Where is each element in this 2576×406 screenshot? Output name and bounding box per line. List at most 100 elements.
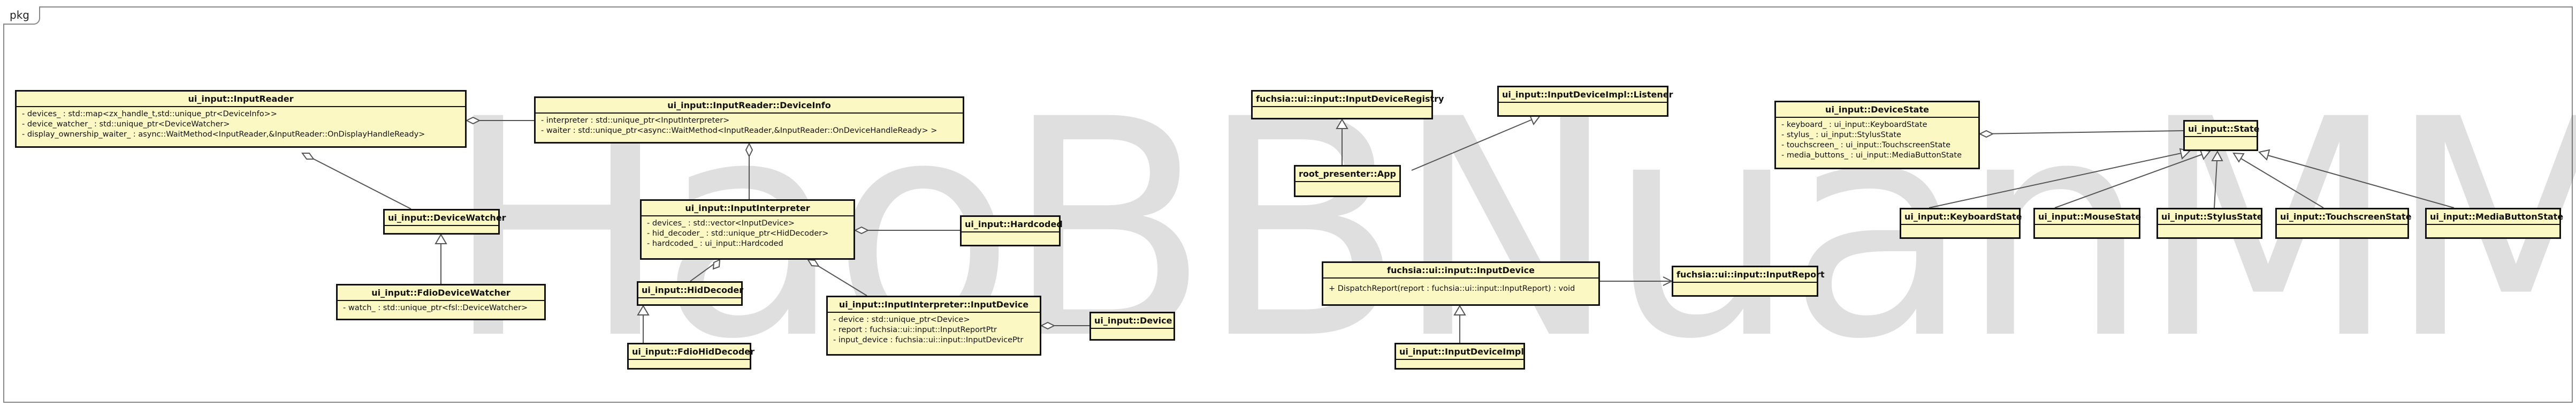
class-name: ui_input::FdioHidDecoder — [632, 347, 755, 357]
edge-keyboard-state — [1929, 153, 2182, 208]
member: - watch_ : std::unique_ptr<fsl::DeviceWa… — [343, 304, 528, 312]
class-input-device-impl[interactable]: ui_input::InputDeviceImpl — [1394, 343, 1525, 370]
class-name: ui_input::FdioDeviceWatcher — [371, 288, 510, 298]
edge-mouse-state — [2054, 154, 2203, 208]
class-name: ui_input::State — [2188, 124, 2260, 134]
class-fdio-device-watcher[interactable]: ui_input::FdioDeviceWatcher - watch_ : s… — [336, 284, 546, 320]
class-name: ui_input::Hardcoded — [965, 219, 1063, 229]
package-label: pkg — [3, 6, 40, 25]
class-input-interpreter[interactable]: ui_input::InputInterpreter - devices_ : … — [640, 199, 855, 260]
class-name: fuchsia::ui::input::InputDevice — [1387, 265, 1535, 275]
member: - devices_ : std::map<zx_handle_t,std::u… — [22, 110, 277, 118]
class-keyboard-state[interactable]: ui_input::KeyboardState — [1900, 208, 2022, 239]
aggregation-diamond — [465, 116, 481, 125]
member: + DispatchReport(report : fuchsia::ui::i… — [1329, 284, 1575, 293]
aggregation-diamond — [1978, 130, 1994, 138]
class-members: - interpreter : std::unique_ptr<InputInt… — [536, 112, 963, 139]
class-fdio-hid-decoder[interactable]: ui_input::FdioHidDecoder — [627, 343, 755, 370]
class-device-state[interactable]: ui_input::DeviceState - keyboard_ : ui_i… — [1774, 101, 1980, 169]
class-members — [629, 359, 750, 366]
generalization-arrow — [2211, 150, 2223, 161]
member: - media_buttons_ : ui_input::MediaButton… — [1781, 151, 1962, 160]
class-members — [2185, 136, 2257, 145]
class-input-device-impl-listener[interactable]: ui_input::InputDeviceImpl::Listener — [1497, 86, 1673, 117]
class-name: fuchsia::ui::input::InputReport — [1676, 269, 1825, 280]
edge-stylus-state — [2214, 160, 2217, 208]
member: - input_device : fuchsia::ui::input::Inp… — [833, 336, 1024, 344]
class-name: ui_input::InputReader — [188, 94, 294, 104]
class-device-info[interactable]: ui_input::InputReader::DeviceInfo - inte… — [534, 96, 964, 144]
class-hid-decoder[interactable]: ui_input::HidDecoder — [637, 281, 743, 306]
member: - device_watcher_ : std::unique_ptr<Devi… — [22, 120, 230, 129]
class-members — [2035, 224, 2139, 232]
class-members — [2277, 224, 2407, 232]
class-interpreter-input-device[interactable]: ui_input::InputInterpreter::InputDevice … — [826, 296, 1041, 356]
class-members — [1253, 106, 1431, 114]
edge-touchscreen-state — [2240, 158, 2324, 208]
aggregation-diamond — [1040, 321, 1056, 330]
generalization-arrow — [637, 305, 650, 315]
edge-app-listener — [1411, 118, 1534, 171]
class-name: ui_input::InputDeviceImpl::Listener — [1502, 89, 1673, 100]
class-fuchsia-input-device[interactable]: fuchsia::ui::input::InputDevice + Dispat… — [1322, 261, 1600, 306]
aggregation-diamond — [712, 259, 721, 270]
class-name: ui_input::StylusState — [2161, 212, 2263, 222]
class-mouse-state[interactable]: ui_input::MouseState — [2033, 208, 2141, 239]
class-members — [962, 231, 1059, 240]
class-name: ui_input::MouseState — [2038, 212, 2141, 222]
generalization-arrow — [435, 234, 447, 244]
member: - display_ownership_waiter_ : async::Wai… — [22, 130, 425, 139]
class-name: ui_input::TouchscreenState — [2280, 212, 2412, 222]
class-name: fuchsia::ui::input::InputDeviceRegistry — [1256, 94, 1444, 104]
member: - stylus_ : ui_input::StylusState — [1781, 131, 1901, 139]
member: - hardcoded_ : ui_input::Hardcoded — [647, 239, 783, 248]
member: - keyboard_ : ui_input::KeyboardState — [1781, 121, 1927, 129]
class-members — [1901, 224, 2019, 232]
member: - interpreter : std::unique_ptr<InputInt… — [541, 116, 730, 125]
class-name: ui_input::DeviceWatcher — [388, 213, 506, 223]
class-members: - devices_ : std::map<zx_handle_t,std::u… — [17, 106, 465, 143]
class-input-device-registry[interactable]: fuchsia::ui::input::InputDeviceRegistry — [1251, 90, 1444, 119]
class-hardcoded[interactable]: ui_input::Hardcoded — [960, 215, 1063, 246]
class-members — [2427, 224, 2559, 232]
class-members: - keyboard_ : ui_input::KeyboardState - … — [1776, 117, 1978, 164]
generalization-arrow — [1336, 118, 1348, 129]
class-device[interactable]: ui_input::Device — [1089, 312, 1175, 341]
class-stylus-state[interactable]: ui_input::StylusState — [2156, 208, 2263, 239]
class-name: root_presenter::App — [1299, 169, 1396, 179]
member: - device : std::unique_ptr<Device> — [833, 315, 970, 324]
aggregation-diamond — [853, 226, 870, 235]
class-name: ui_input::MediaButtonState — [2430, 212, 2564, 222]
class-name: ui_input::HidDecoder — [642, 285, 744, 295]
class-state[interactable]: ui_input::State — [2183, 120, 2260, 151]
aggregation-diamond — [301, 153, 315, 160]
edge-mediabutton-state — [2267, 155, 2455, 208]
member: - report : fuchsia::ui::input::InputRepo… — [833, 326, 997, 334]
class-name: ui_input::InputDeviceImpl — [1399, 347, 1524, 357]
class-members: - watch_ : std::unique_ptr<fsl::DeviceWa… — [338, 300, 544, 317]
package-frame — [3, 6, 2573, 403]
class-device-watcher[interactable]: ui_input::DeviceWatcher — [383, 209, 506, 235]
class-name: ui_input::InputInterpreter::InputDevice — [839, 299, 1029, 310]
class-members — [1396, 359, 1523, 366]
class-members: - device : std::unique_ptr<Device> - rep… — [828, 312, 1040, 349]
class-input-reader[interactable]: ui_input::InputReader - devices_ : std::… — [15, 90, 467, 148]
class-input-report[interactable]: fuchsia::ui::input::InputReport — [1672, 266, 1825, 297]
class-touchscreen-state[interactable]: ui_input::TouchscreenState — [2275, 208, 2412, 239]
class-name: ui_input::Device — [1094, 315, 1172, 326]
class-members — [1091, 328, 1173, 336]
class-root-presenter-app[interactable]: root_presenter::App — [1294, 165, 1401, 197]
generalization-arrow — [2232, 152, 2245, 163]
class-name: ui_input::DeviceState — [1825, 104, 1929, 115]
edge-inputreader-devicewatcher — [302, 153, 411, 209]
member: - touchscreen_ : ui_input::TouchscreenSt… — [1781, 141, 1951, 149]
class-members: - devices_ : std::vector<InputDevice> - … — [642, 215, 853, 252]
class-media-button-state[interactable]: ui_input::MediaButtonState — [2425, 208, 2564, 239]
class-members — [638, 297, 741, 303]
edge-devicestate-state — [1979, 130, 2184, 134]
class-members — [1295, 181, 1399, 191]
generalization-arrow — [2199, 149, 2211, 161]
aggregation-diamond — [807, 259, 820, 267]
